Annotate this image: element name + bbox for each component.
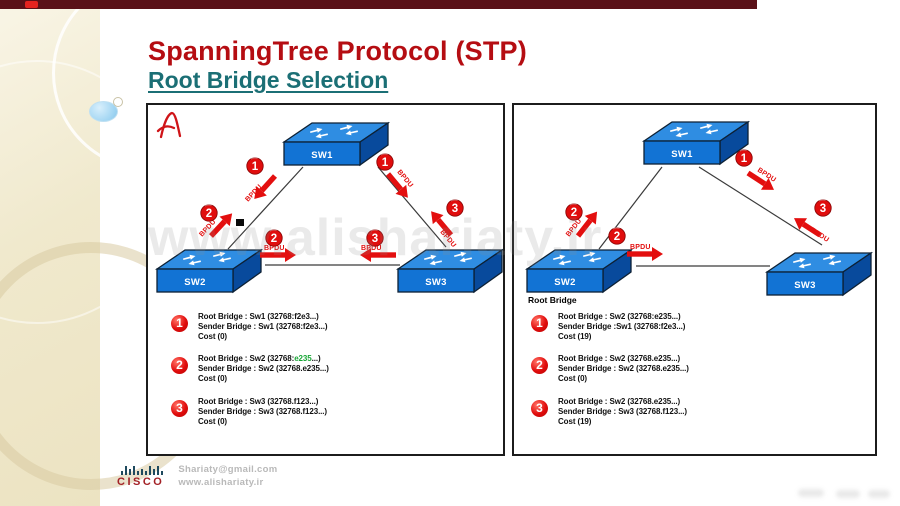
bpdu-label: BPDU bbox=[809, 227, 830, 244]
step-number: 1 bbox=[171, 315, 188, 332]
blue-dot-decoration bbox=[89, 101, 118, 122]
step-badge-number: 3 bbox=[452, 203, 458, 215]
bpdu-step-item: 2 Root Bridge : Sw2 (32768:e235...) Send… bbox=[171, 354, 329, 384]
bpdu-step-item: 1 Root Bridge : Sw1 (32768:f2e3...) Send… bbox=[171, 312, 328, 342]
step-badge-number: 2 bbox=[571, 207, 577, 219]
step-badge-number: 3 bbox=[820, 203, 826, 215]
switch-sw1 bbox=[643, 121, 749, 165]
step-details: Root Bridge : Sw2 (32768.e235...) Sender… bbox=[558, 354, 689, 383]
bpdu-step-item: 2 Root Bridge : Sw2 (32768.e235...) Send… bbox=[531, 354, 689, 384]
step-details: Root Bridge : Sw3 (32768.f123...) Sender… bbox=[198, 397, 327, 426]
switch-sw3 bbox=[766, 252, 872, 296]
watermark-smudge bbox=[798, 489, 824, 497]
step-number: 1 bbox=[531, 315, 548, 332]
panel-initial-bpdu-exchange: SW1 SW2 SW3 BPDU BPDU BPDU BPDU BPDU BPD… bbox=[146, 103, 505, 456]
bpdu-step-item: 3 Root Bridge : Sw3 (32768.f123...) Send… bbox=[171, 397, 327, 427]
cisco-bars-icon bbox=[120, 464, 163, 475]
cisco-wordmark: CISCO bbox=[117, 476, 165, 488]
switch-label: SW2 bbox=[554, 277, 576, 288]
website-text: www.alishariaty.ir bbox=[178, 477, 264, 488]
port-marker bbox=[236, 219, 244, 226]
bpdu-step-item: 1 Root Bridge : Sw2 (32768:e235...) Send… bbox=[531, 312, 685, 342]
switch-label: SW3 bbox=[425, 277, 447, 288]
bpdu-label: BPDU bbox=[630, 244, 651, 251]
step-badge-number: 1 bbox=[252, 161, 259, 173]
step-number: 3 bbox=[171, 400, 188, 417]
video-progress-bar[interactable] bbox=[0, 0, 757, 9]
handwritten-a-annotation bbox=[156, 111, 182, 139]
slide-subtitle: Root Bridge Selection bbox=[148, 67, 389, 93]
step-badge-number: 1 bbox=[741, 153, 748, 165]
step-badge-number: 2 bbox=[206, 208, 212, 220]
step-badge-number: 2 bbox=[614, 231, 620, 243]
step-details: Root Bridge : Sw1 (32768:f2e3...) Sender… bbox=[198, 312, 328, 341]
title-block: SpanningTree Protocol (STP) Root Bridge … bbox=[148, 36, 527, 94]
panel-root-bridge-elected: SW1 SW2 SW3 Root Bridge BPDU BPDU BPDU B… bbox=[512, 103, 877, 456]
switch-sw3 bbox=[397, 249, 503, 293]
video-playhead[interactable] bbox=[25, 1, 38, 8]
switch-label: SW1 bbox=[671, 149, 693, 160]
watermark-smudge bbox=[836, 490, 860, 498]
switch-label: SW3 bbox=[794, 280, 816, 291]
switch-label: SW2 bbox=[184, 277, 206, 288]
step-badge-number: 2 bbox=[271, 233, 277, 245]
switch-label: SW1 bbox=[311, 150, 333, 161]
switch-sw1 bbox=[283, 122, 389, 166]
contact-info: Shariaty@gmail.com www.alishariaty.ir bbox=[178, 464, 277, 488]
link-lines bbox=[227, 166, 447, 266]
step-number: 2 bbox=[171, 357, 188, 374]
step-badge-number: 1 bbox=[382, 157, 389, 169]
small-circle-decoration bbox=[113, 97, 123, 107]
step-details: Root Bridge : Sw2 (32768.e235...) Sender… bbox=[558, 397, 687, 426]
step-details: Root Bridge : Sw2 (32768:e235...) Sender… bbox=[198, 354, 329, 383]
step-number: 2 bbox=[531, 357, 548, 374]
bpdu-label: BPDU bbox=[264, 245, 285, 252]
link-lines bbox=[598, 166, 823, 267]
watermark-smudge bbox=[868, 490, 890, 498]
footer: CISCO Shariaty@gmail.com www.alishariaty… bbox=[117, 464, 277, 488]
switch-sw2 bbox=[156, 249, 262, 293]
slide-title: SpanningTree Protocol (STP) bbox=[148, 36, 527, 66]
bpdu-step-item: 3 Root Bridge : Sw2 (32768.e235...) Send… bbox=[531, 397, 687, 427]
step-badge-number: 3 bbox=[372, 233, 378, 245]
step-number: 3 bbox=[531, 400, 548, 417]
root-bridge-caption: Root Bridge bbox=[528, 295, 577, 305]
switch-sw2-root-bridge bbox=[526, 249, 632, 293]
email-text: Shariaty@gmail.com bbox=[178, 464, 278, 475]
cisco-logo: CISCO bbox=[117, 464, 164, 488]
bpdu-label: BPDU bbox=[361, 245, 382, 252]
right-topology-diagram: SW1 SW2 SW3 Root Bridge BPDU BPDU BPDU B… bbox=[526, 121, 872, 305]
step-details: Root Bridge : Sw2 (32768:e235...) Sender… bbox=[558, 312, 686, 341]
left-topology-diagram: SW1 SW2 SW3 BPDU BPDU BPDU BPDU BPDU BPD… bbox=[156, 111, 503, 293]
